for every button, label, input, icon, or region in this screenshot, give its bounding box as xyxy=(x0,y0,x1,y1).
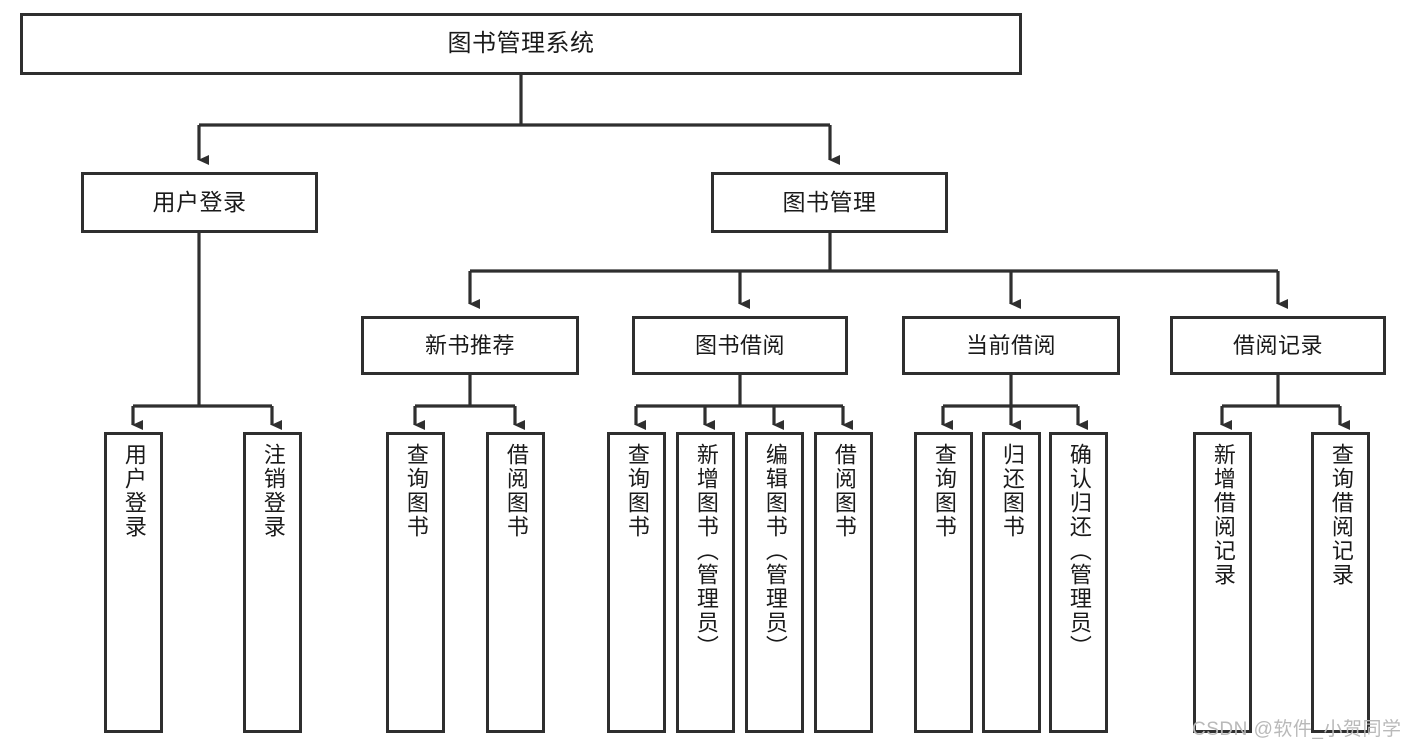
node-label: 借阅图书 xyxy=(503,443,529,539)
node-label: 注销登录 xyxy=(260,443,286,539)
node-root-book-management-system[interactable]: 图书管理系统 xyxy=(20,13,1022,75)
node-leaf-edit-book-admin[interactable]: 编辑图书（管理员） xyxy=(745,432,804,733)
node-label: 借阅图书 xyxy=(831,443,857,539)
node-leaf-query-book-borrow[interactable]: 查询图书 xyxy=(607,432,666,733)
node-label: 图书管理系统 xyxy=(447,30,595,58)
node-label: 用户登录 xyxy=(152,189,247,216)
node-leaf-add-book-admin[interactable]: 新增图书（管理员） xyxy=(676,432,735,733)
node-label: 新增图书（管理员） xyxy=(693,443,719,659)
node-label: 确认归还（管理员） xyxy=(1066,443,1092,659)
node-label: 图书管理 xyxy=(782,189,877,216)
node-leaf-query-book-recommend[interactable]: 查询图书 xyxy=(386,432,445,733)
node-user-login[interactable]: 用户登录 xyxy=(81,172,318,233)
node-label: 图书借阅 xyxy=(694,332,785,358)
node-book-borrow[interactable]: 图书借阅 xyxy=(632,316,848,375)
node-leaf-query-borrow-record[interactable]: 查询借阅记录 xyxy=(1311,432,1370,733)
node-leaf-query-book-current[interactable]: 查询图书 xyxy=(914,432,973,733)
node-label: 归还图书 xyxy=(999,443,1025,539)
csdn-watermark: CSDN @软件_小贺同学 xyxy=(1192,719,1402,740)
node-label: 查询借阅记录 xyxy=(1328,443,1354,587)
node-label: 新书推荐 xyxy=(424,332,515,358)
node-leaf-logout-login[interactable]: 注销登录 xyxy=(243,432,302,733)
node-label: 新增借阅记录 xyxy=(1210,443,1236,587)
node-borrow-record[interactable]: 借阅记录 xyxy=(1170,316,1386,375)
node-leaf-confirm-return-admin[interactable]: 确认归还（管理员） xyxy=(1049,432,1108,733)
node-leaf-return-book[interactable]: 归还图书 xyxy=(982,432,1041,733)
node-label: 用户登录 xyxy=(121,443,147,539)
node-leaf-borrow-book[interactable]: 借阅图书 xyxy=(814,432,873,733)
node-label: 查询图书 xyxy=(931,443,957,539)
node-current-borrow[interactable]: 当前借阅 xyxy=(902,316,1120,375)
node-label: 借阅记录 xyxy=(1232,332,1323,358)
node-book-management[interactable]: 图书管理 xyxy=(711,172,948,233)
node-leaf-borrow-book-recommend[interactable]: 借阅图书 xyxy=(486,432,545,733)
node-label: 查询图书 xyxy=(403,443,429,539)
node-label: 编辑图书（管理员） xyxy=(762,443,788,659)
node-new-book-recommend[interactable]: 新书推荐 xyxy=(361,316,579,375)
node-leaf-add-borrow-record[interactable]: 新增借阅记录 xyxy=(1193,432,1252,733)
node-label: 当前借阅 xyxy=(965,332,1056,358)
node-label: 查询图书 xyxy=(624,443,650,539)
node-leaf-user-login[interactable]: 用户登录 xyxy=(104,432,163,733)
